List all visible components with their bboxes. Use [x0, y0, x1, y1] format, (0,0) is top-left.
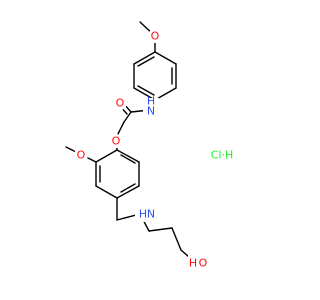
oxygen-atom-label: O — [77, 149, 86, 162]
bond-layer — [65, 21, 197, 264]
bond — [137, 85, 155, 96]
label-mask — [143, 98, 159, 122]
bond — [120, 154, 136, 164]
bond — [154, 51, 177, 65]
bond — [137, 56, 155, 67]
label-mask — [148, 29, 162, 43]
oxygen-atom-label: O — [151, 30, 160, 43]
label-mask — [188, 254, 214, 270]
bond — [120, 183, 136, 193]
label-mask — [135, 200, 157, 222]
hydrogen-atom-label: H — [139, 208, 147, 221]
hydrochloride-salt-label: Cl·H — [211, 149, 234, 162]
bond — [95, 185, 118, 199]
bond — [148, 227, 173, 232]
molecule-structure: O N H O O O N H H O Cl·H — [65, 21, 233, 270]
bond — [123, 111, 132, 123]
nitrogen-atom-label: N — [147, 208, 155, 221]
bond — [171, 227, 182, 251]
bond — [95, 149, 118, 163]
oxygen-atom-label: O — [199, 257, 208, 270]
label-mask — [109, 134, 123, 148]
nitrogen-atom-label: N — [147, 105, 155, 118]
hydrogen-atom-label: H — [147, 95, 155, 108]
label-mask — [74, 148, 88, 162]
atom-label-layer: O N H O O O N H H O Cl·H — [74, 29, 233, 270]
bond — [116, 149, 140, 163]
oxygen-atom-label: O — [112, 135, 121, 148]
bond — [116, 185, 140, 199]
label-mask — [113, 96, 127, 110]
bond — [133, 51, 156, 65]
hydrogen-atom-label: H — [189, 257, 197, 270]
oxygen-atom-label: O — [116, 97, 125, 110]
